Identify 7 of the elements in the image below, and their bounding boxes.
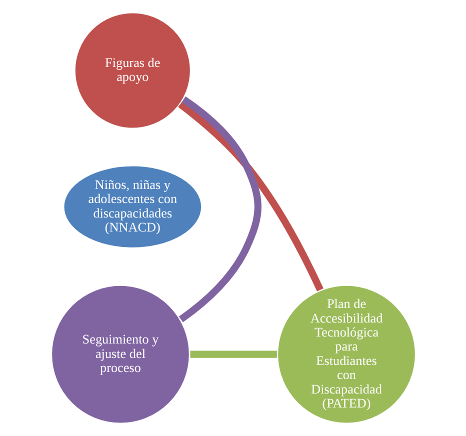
node-circle: Seguimiento y ajuste del proceso [50, 284, 190, 425]
connector [178, 101, 323, 292]
node-circle: Figuras de apoyo [72, 11, 192, 130]
connector [190, 350, 276, 358]
connector [178, 96, 261, 322]
node-ellipse: Niños, niñas y adolescentes con discapacidades (NNACD) [62, 164, 203, 250]
node-circle: Plan de Accesibilidad Tecnológica para Estudiantes con Discapacidad (PATED) [276, 284, 416, 425]
